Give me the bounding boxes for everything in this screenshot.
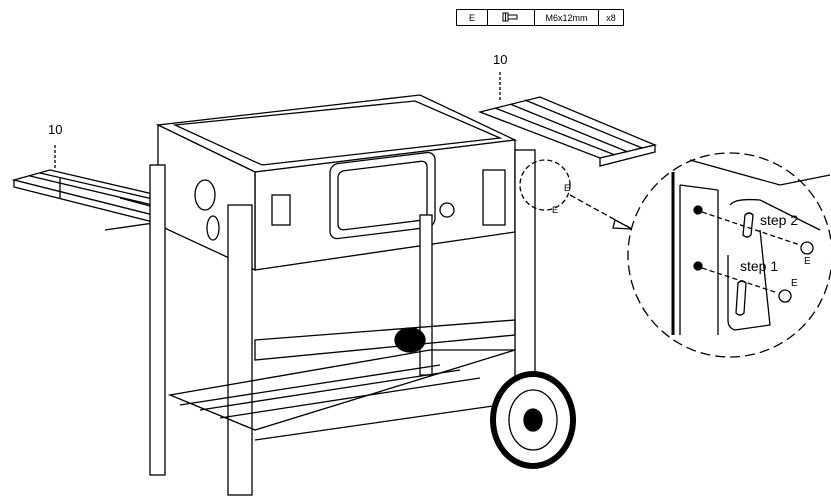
grill-body (155, 94, 518, 272)
step-1-label: step 1 (740, 258, 779, 274)
bottom-shelf (167, 319, 516, 441)
detail-magnified-view (627, 152, 831, 358)
part-size: M6x12mm (534, 9, 599, 26)
part-quantity: x8 (598, 9, 624, 26)
hardware-table: E M6x12mm x8 (456, 9, 624, 26)
step-2-label: step 2 (760, 212, 799, 228)
detail-bolt-label-lower: E (791, 278, 798, 289)
overview-bolt-label-lower: E (552, 205, 559, 215)
detail-marker-circle (519, 159, 571, 211)
callout-right-shelf: 10 (493, 52, 508, 67)
callout-left-shelf: 10 (48, 122, 63, 137)
right-side-shelf (477, 72, 658, 167)
detail-bolt-label-upper: E (804, 256, 811, 267)
part-letter: E (456, 9, 488, 26)
overview-bolt-label-upper: E (564, 183, 571, 193)
legs (149, 149, 536, 496)
wheel (394, 327, 576, 469)
